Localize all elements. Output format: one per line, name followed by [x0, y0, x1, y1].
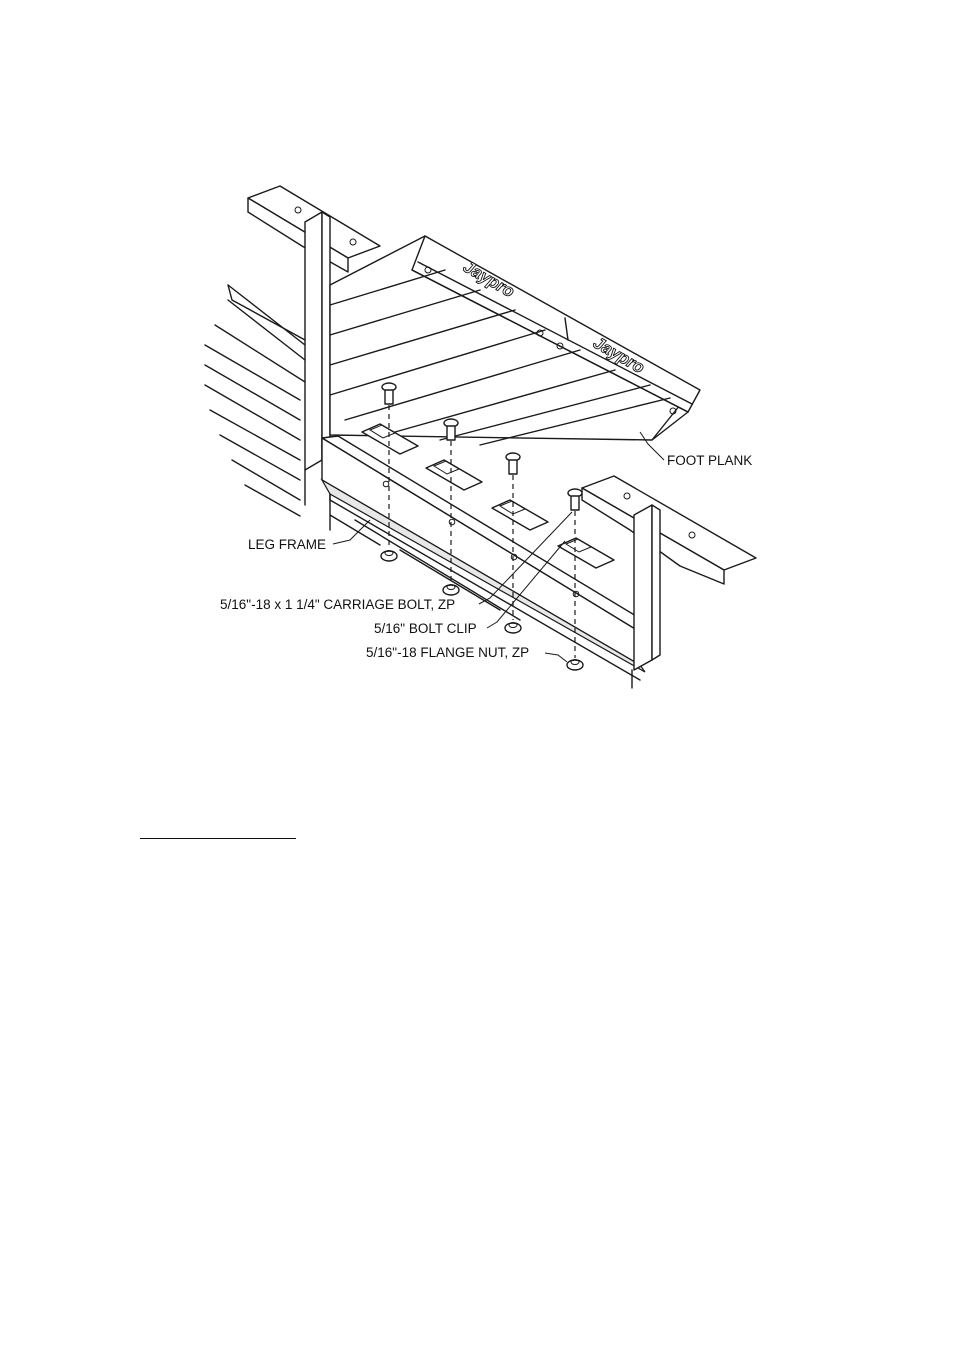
- flange-nut: [380, 550, 398, 562]
- left-upright: [227, 185, 381, 506]
- label-foot-plank: FOOT PLANK: [667, 453, 752, 468]
- flange-nut: [442, 584, 460, 596]
- bolt-clip: [361, 423, 419, 455]
- carriage-bolt: [381, 382, 397, 405]
- rear-bench-planks: [204, 284, 306, 517]
- bolt-clip: [425, 459, 483, 491]
- bolt-clips: [361, 423, 615, 569]
- carriage-bolt: [505, 452, 521, 475]
- label-bolt-clip: 5/16" BOLT CLIP: [374, 621, 477, 636]
- flange-nut: [504, 622, 522, 634]
- label-carriage-bolt: 5/16"-18 x 1 1/4" CARRIAGE BOLT, ZP: [220, 597, 455, 612]
- right-upright: [581, 475, 757, 689]
- assembly-axes: [388, 405, 576, 658]
- bolt-clip: [491, 499, 549, 531]
- leg-frame-beam: [320, 435, 657, 681]
- leader-lines: [332, 431, 665, 663]
- footnote-separator: [140, 838, 296, 839]
- flange-nut: [566, 659, 584, 671]
- carriage-bolt: [567, 488, 583, 511]
- carriage-bolt: [443, 418, 459, 441]
- carriage-bolts: [381, 382, 583, 511]
- label-flange-nut: 5/16"-18 FLANGE NUT, ZP: [366, 645, 529, 660]
- foot-plank: Jaypro Jaypro: [329, 235, 701, 446]
- label-leg-frame: LEG FRAME: [248, 537, 326, 552]
- flange-nuts: [380, 550, 584, 671]
- bolt-clip: [557, 537, 615, 569]
